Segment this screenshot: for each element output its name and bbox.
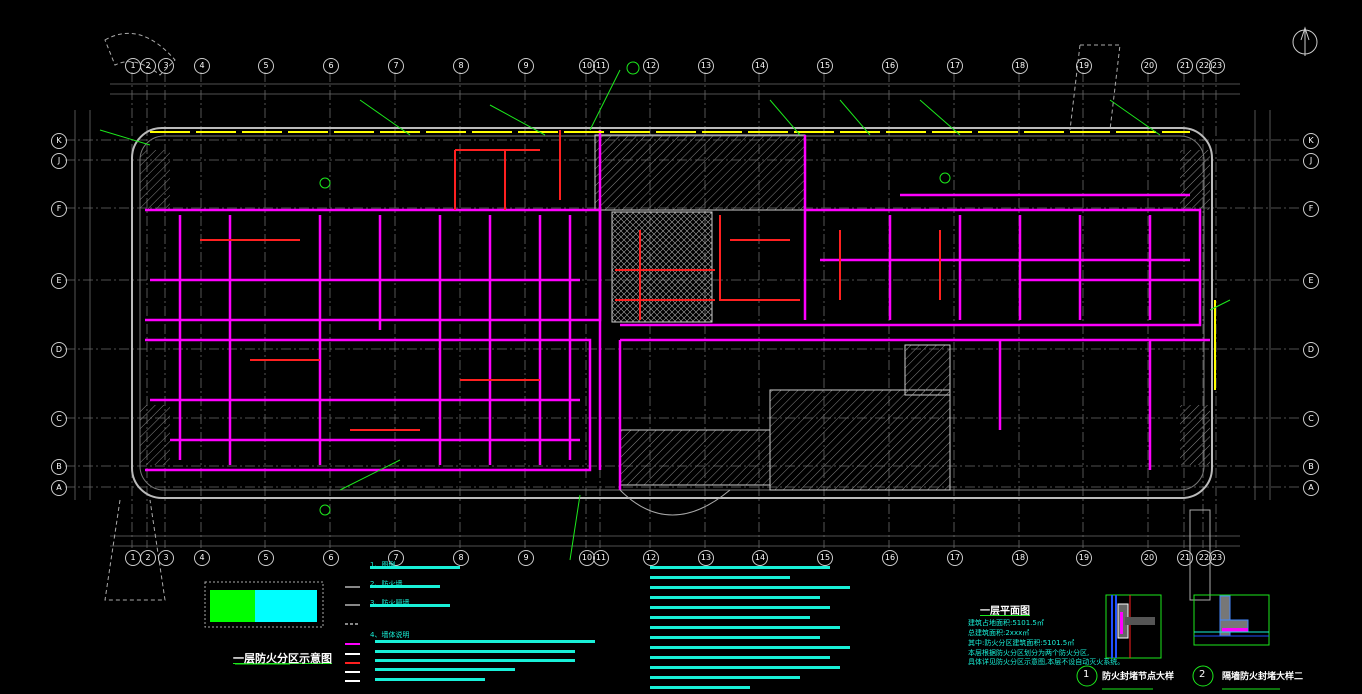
grid-column-bubble: 7: [388, 58, 404, 74]
grid-column-bubble: 5: [258, 550, 274, 566]
grid-column-bubble: 4: [194, 550, 210, 566]
grid-column-bubble: 11: [593, 58, 609, 74]
legend-swatches: [345, 586, 360, 682]
grid-column-bubble: 18: [1012, 58, 1028, 74]
grid-column-bubble: 9: [518, 58, 534, 74]
notes-text-block: [370, 566, 850, 689]
grid-column-bubble: 19: [1076, 550, 1092, 566]
grid-column-bubble: 17: [947, 58, 963, 74]
grid-column-bubble: 15: [817, 550, 833, 566]
grid-column-bubble: 5: [258, 58, 274, 74]
grid-column-bubble: 18: [1012, 550, 1028, 566]
grid-column-bubble: 12: [643, 58, 659, 74]
grid-column-bubble: 13: [698, 550, 714, 566]
fire-zone-diagram: [204, 581, 324, 665]
grid-column-bubble: 3: [158, 58, 174, 74]
detail-1-title: 防火封堵节点大样: [1102, 672, 1175, 682]
grid-column-bubble: 17: [947, 550, 963, 566]
hatched-hall: [769, 389, 951, 491]
grid-column-bubble: 23: [1209, 58, 1225, 74]
plan-note-line: 总建筑面积:2xxx㎡: [968, 629, 1030, 637]
fire-walls: [145, 130, 1210, 490]
detail-1-drawing: [1076, 594, 1280, 690]
plan-note-line: 其中:防火分区建筑面积:5101.5㎡: [968, 639, 1075, 647]
grid-column-bubble: 14: [752, 550, 768, 566]
grid-column-bubble: 15: [817, 58, 833, 74]
grid-row-bubble: A: [1303, 480, 1319, 496]
grid-column-bubble: 9: [518, 550, 534, 566]
grid-column-bubble: 2: [140, 58, 156, 74]
plan-note-line: 建筑占地面积:5101.5㎡: [968, 619, 1044, 627]
legend-item: 4、墙体说明: [370, 631, 410, 639]
grid-column-bubble: 8: [453, 58, 469, 74]
detail-2-number: 2: [1199, 669, 1206, 680]
grid-row-bubble: J: [51, 153, 67, 169]
grid-column-bubble: 2: [140, 550, 156, 566]
grid-row-bubble: E: [1303, 273, 1319, 289]
building-outline: [131, 127, 1213, 499]
grid-row-bubble: J: [1303, 153, 1319, 169]
grid-row-bubble: E: [51, 273, 67, 289]
grid-column-bubble: 13: [698, 58, 714, 74]
grid-column-bubble: 8: [453, 550, 469, 566]
hatched-core-top: [594, 134, 806, 211]
grid-row-bubble: K: [51, 133, 67, 149]
grid-column-bubble: 1: [125, 58, 141, 74]
grid-column-bubble: 7: [388, 550, 404, 566]
grid-column-bubble: 20: [1141, 58, 1157, 74]
grid-column-bubble: 4: [194, 58, 210, 74]
grid-row-bubble: K: [1303, 133, 1319, 149]
plan-notes-title: 一层平面图: [980, 606, 1030, 617]
grid-column-bubble: 1: [125, 550, 141, 566]
grid-row-bubble: B: [1303, 459, 1319, 475]
grid-column-bubble: 20: [1141, 550, 1157, 566]
grid-row-bubble: B: [51, 459, 67, 475]
grid-column-bubble: 6: [323, 550, 339, 566]
grid-column-bubble: 6: [323, 58, 339, 74]
grid-column-bubble: 16: [882, 550, 898, 566]
grid-row-bubble: C: [1303, 411, 1319, 427]
fire-zone-2: [255, 590, 317, 622]
legend-item: 3、防火隔墙: [370, 599, 410, 607]
grid-column-bubble: 16: [882, 58, 898, 74]
grid-column-bubble: 23: [1209, 550, 1225, 566]
grid-row-bubble: F: [1303, 201, 1319, 217]
grid-column-bubble: 14: [752, 58, 768, 74]
stair-grid: [611, 211, 713, 323]
detail-2-drawing: [1193, 594, 1270, 646]
legend-item: 2、防火墙: [370, 580, 403, 588]
grid-column-bubble: 11: [593, 550, 609, 566]
north-arrow-icon: [1292, 26, 1318, 56]
grid-column-bubble: 21: [1177, 58, 1193, 74]
detail-2-title: 隔墙防火封堵大样二: [1222, 672, 1304, 682]
grid-column-bubble: 21: [1177, 550, 1193, 566]
grid-row-bubble: D: [1303, 342, 1319, 358]
grid-row-bubble: D: [51, 342, 67, 358]
grid-column-bubble: 12: [643, 550, 659, 566]
fire-zone-1: [210, 590, 255, 622]
detail-1-number: 1: [1083, 669, 1090, 680]
grid-column-bubble: 3: [158, 550, 174, 566]
red-walls: [200, 130, 941, 431]
fire-zone-diagram-title: 一层防火分区示意图: [233, 652, 332, 665]
plan-note-line: 本层根据防火分区划分为两个防火分区,: [968, 649, 1090, 657]
plan-note-line: 具体详见防火分区示意图,本层不设自动灭火系统。: [968, 658, 1125, 666]
grid-row-bubble: C: [51, 411, 67, 427]
grid-row-bubble: F: [51, 201, 67, 217]
leader-lines: [99, 61, 1231, 561]
grid-column-bubble: 19: [1076, 58, 1092, 74]
grid-row-bubble: A: [51, 480, 67, 496]
legend-item: 1、图例: [370, 561, 396, 569]
